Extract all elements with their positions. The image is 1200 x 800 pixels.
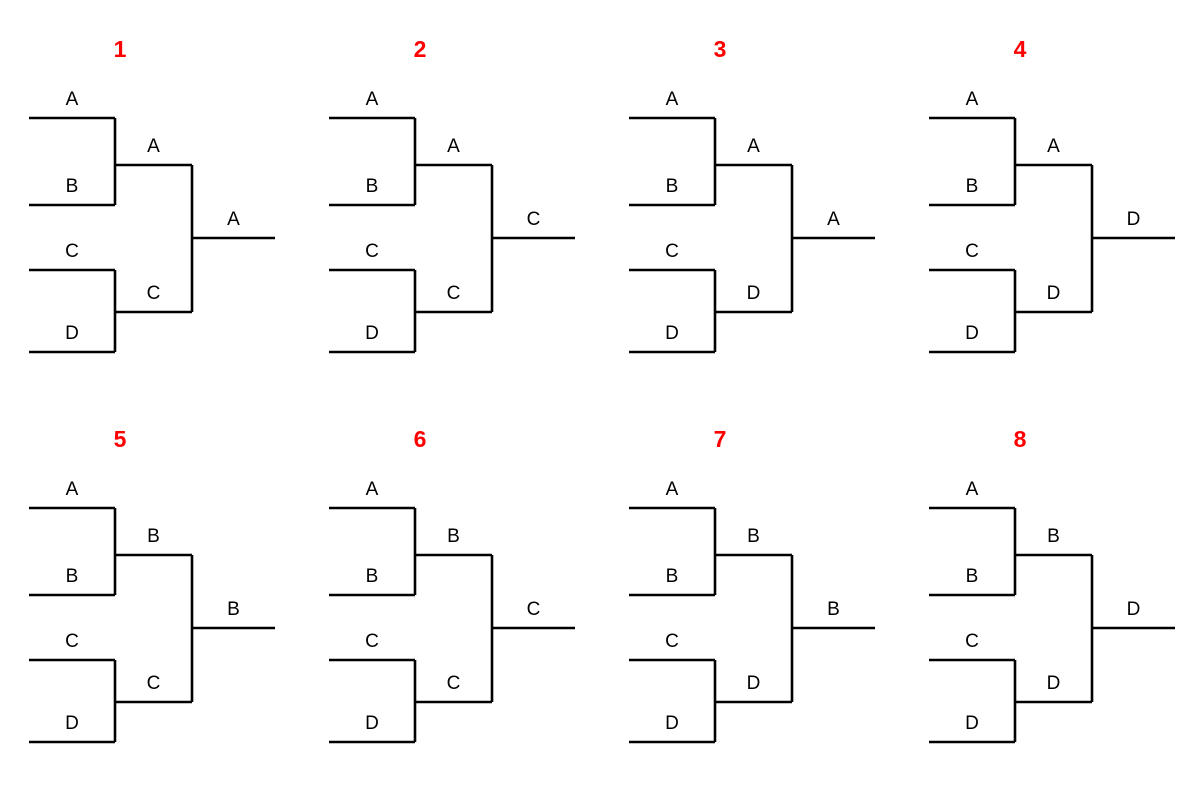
bracket-lines [329, 116, 575, 354]
round1-bottom-upper-label: C [965, 631, 979, 652]
semifinal-bottom-label: D [1046, 283, 1061, 304]
round1-top-lower-label: B [665, 566, 679, 587]
round1-bottom-lower-label: D [65, 713, 79, 734]
round1-top-upper-label: A [665, 479, 679, 500]
bracket-lines [929, 506, 1175, 744]
round1-bottom-lower-label: D [665, 323, 679, 344]
semifinal-bottom-label: C [146, 673, 161, 694]
bracket-number-label: 1 [113, 36, 127, 62]
round1-top-upper-label: A [965, 89, 979, 110]
round1-bottom-upper-label: C [665, 241, 679, 262]
semifinal-top-label: A [747, 136, 760, 157]
bracket-lines [929, 116, 1175, 354]
final-winner-label: B [227, 599, 240, 620]
semifinal-top-label: A [147, 136, 160, 157]
bracket-lines [629, 116, 875, 354]
round1-top-upper-label: A [365, 479, 379, 500]
round1-bottom-lower-label: D [365, 323, 379, 344]
final-winner-label: C [526, 209, 541, 230]
semifinal-bottom-label: D [746, 673, 761, 694]
bracket-lines [329, 506, 575, 744]
semifinal-top-label: A [1047, 136, 1060, 157]
semifinal-bottom-label: C [446, 283, 461, 304]
round1-top-lower-label: B [65, 176, 79, 197]
round1-bottom-lower-label: D [965, 713, 979, 734]
round1-top-lower-label: B [965, 176, 979, 197]
round1-bottom-lower-label: D [665, 713, 679, 734]
bracket-lines [629, 506, 875, 744]
round1-top-lower-label: B [65, 566, 79, 587]
final-winner-label: B [827, 599, 840, 620]
bracket-lines [29, 506, 275, 744]
round1-bottom-lower-label: D [65, 323, 79, 344]
semifinal-top-label: B [747, 526, 760, 547]
round1-bottom-upper-label: C [65, 241, 79, 262]
round1-top-upper-label: A [65, 479, 79, 500]
final-winner-label: A [227, 209, 240, 230]
round1-bottom-upper-label: C [365, 631, 379, 652]
round1-top-upper-label: A [965, 479, 979, 500]
round1-top-lower-label: B [365, 176, 379, 197]
bracket-lines [29, 116, 275, 354]
final-winner-label: C [526, 599, 541, 620]
bracket-number-label: 4 [1013, 36, 1027, 62]
round1-top-upper-label: A [65, 89, 79, 110]
semifinal-bottom-label: C [446, 673, 461, 694]
semifinal-top-label: B [147, 526, 160, 547]
bracket-number-label: 6 [413, 426, 427, 452]
bracket-number-label: 2 [413, 36, 427, 62]
semifinal-bottom-label: C [146, 283, 161, 304]
round1-bottom-upper-label: C [65, 631, 79, 652]
round1-bottom-upper-label: C [665, 631, 679, 652]
final-winner-label: D [1126, 209, 1141, 230]
round1-top-lower-label: B [665, 176, 679, 197]
bracket-number-label: 7 [713, 426, 727, 452]
round1-top-lower-label: B [965, 566, 979, 587]
final-winner-label: A [827, 209, 840, 230]
semifinal-top-label: A [447, 136, 460, 157]
bracket-number-label: 3 [713, 36, 727, 62]
round1-bottom-lower-label: D [965, 323, 979, 344]
semifinal-top-label: B [447, 526, 460, 547]
round1-bottom-lower-label: D [365, 713, 379, 734]
bracket-number-label: 8 [1013, 426, 1027, 452]
final-winner-label: D [1126, 599, 1141, 620]
round1-bottom-upper-label: C [965, 241, 979, 262]
semifinal-bottom-label: D [746, 283, 761, 304]
semifinal-bottom-label: D [1046, 673, 1061, 694]
round1-top-lower-label: B [365, 566, 379, 587]
round1-bottom-upper-label: C [365, 241, 379, 262]
semifinal-top-label: B [1047, 526, 1060, 547]
bracket-number-label: 5 [113, 426, 127, 452]
round1-top-upper-label: A [365, 89, 379, 110]
round1-top-upper-label: A [665, 89, 679, 110]
